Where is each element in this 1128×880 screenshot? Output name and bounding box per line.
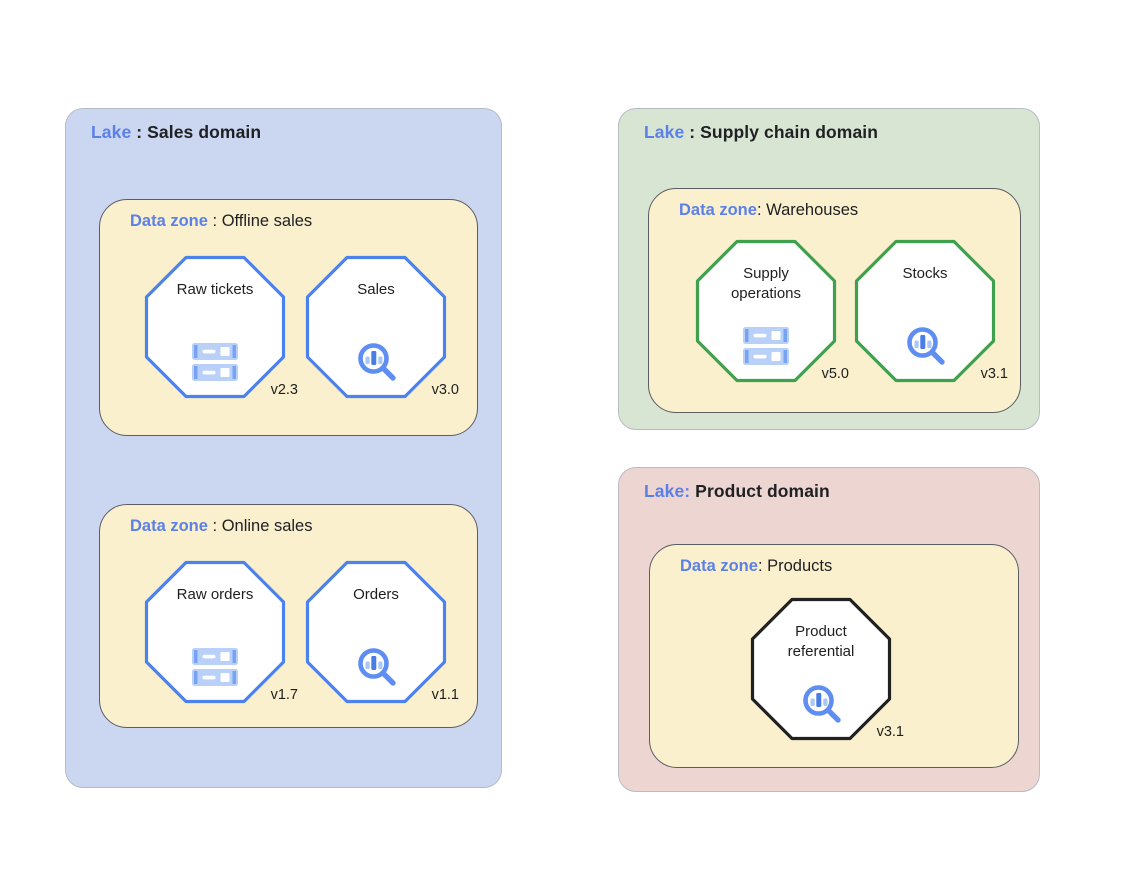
search-insights-icon — [803, 685, 841, 723]
asset-product-referential: Product referential v3.1 — [750, 597, 904, 741]
lake-label: Lake: — [644, 481, 691, 501]
asset-name: Stocks — [902, 265, 948, 282]
octagon-shape — [144, 560, 286, 704]
asset-version: v5.0 — [821, 366, 849, 382]
zone-name: : Offline sales — [207, 212, 313, 230]
lake-product-domain: Lake: Product domain Data zone: Products… — [618, 467, 1040, 792]
octagon-shape — [305, 255, 447, 399]
lake-title: Lake : Supply chain domain — [644, 122, 878, 143]
octagon-shape — [854, 239, 996, 383]
octagon-shape — [750, 597, 892, 741]
zone-title: Data zone : Offline sales — [130, 212, 312, 231]
data-zone-online-sales: Data zone : Online sales Raw orders — [99, 504, 478, 728]
asset-version: v1.7 — [270, 687, 298, 703]
data-zone-warehouses: Data zone: Warehouses Supply operations — [648, 188, 1021, 413]
asset-name: Product referential — [787, 623, 855, 660]
asset-orders: Orders v1.1 — [305, 560, 459, 704]
asset-supply-operations: Supply operations — [695, 239, 849, 383]
asset-name: Supply operations — [730, 265, 802, 302]
octagon-shape — [305, 560, 447, 704]
zone-label: Data zone — [130, 517, 208, 535]
lake-name: : Sales domain — [131, 122, 262, 142]
zone-label: Data zone — [130, 212, 208, 230]
asset-stocks: Stocks v3.1 — [854, 239, 1008, 383]
search-insights-icon — [907, 327, 945, 365]
asset-version: v1.1 — [431, 687, 459, 703]
zone-title: Data zone: Products — [680, 557, 832, 576]
octagon-shape — [144, 255, 286, 399]
asset-version: v3.0 — [431, 382, 459, 398]
lake-name: Product domain — [690, 481, 830, 501]
asset-version: v2.3 — [270, 382, 298, 398]
lake-title: Lake: Product domain — [644, 481, 830, 502]
lake-title: Lake : Sales domain — [91, 122, 261, 143]
asset-version: v3.1 — [876, 724, 904, 740]
storage-icon — [192, 343, 238, 381]
lake-supply-chain-domain: Lake : Supply chain domain Data zone: Wa… — [618, 108, 1040, 430]
asset-name: Raw orders — [176, 586, 254, 603]
asset-sales: Sales v3.0 — [305, 255, 459, 399]
asset-version: v3.1 — [980, 366, 1008, 382]
data-zone-products: Data zone: Products Product referential … — [649, 544, 1019, 768]
storage-icon — [192, 648, 238, 686]
asset-raw-orders: Raw orders — [144, 560, 298, 704]
zone-title: Data zone: Warehouses — [679, 201, 858, 220]
zone-label: Data zone — [680, 557, 758, 575]
asset-name: Sales — [357, 281, 395, 298]
search-insights-icon — [358, 343, 396, 381]
lake-label: Lake — [91, 122, 132, 142]
zone-name: : Products — [757, 557, 833, 575]
asset-raw-tickets: Raw tickets — [144, 255, 298, 399]
zone-name: : Warehouses — [756, 201, 859, 219]
asset-name: Orders — [353, 586, 399, 603]
zone-name: : Online sales — [207, 517, 313, 535]
search-insights-icon — [358, 648, 396, 686]
lake-label: Lake — [644, 122, 685, 142]
lake-sales-domain: Lake : Sales domain Data zone : Offline … — [65, 108, 502, 788]
zone-label: Data zone — [679, 201, 757, 219]
zone-title: Data zone : Online sales — [130, 517, 313, 536]
octagon-shape — [695, 239, 837, 383]
lake-name: : Supply chain domain — [684, 122, 879, 142]
asset-name: Raw tickets — [176, 281, 254, 298]
storage-icon — [743, 327, 789, 365]
data-zone-offline-sales: Data zone : Offline sales Raw tickets — [99, 199, 478, 436]
